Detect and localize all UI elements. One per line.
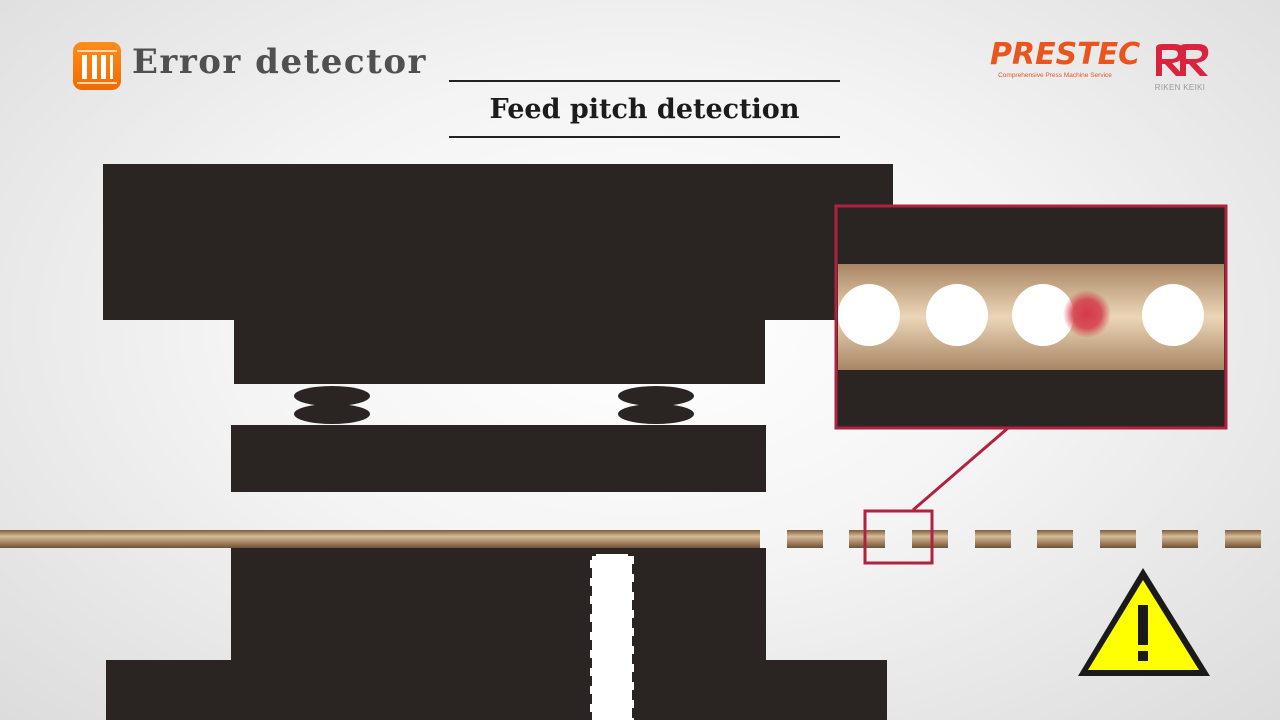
zoom-panel <box>834 204 1228 430</box>
riken-logo-name: RIKEN KEIKI <box>1154 83 1206 92</box>
prestec-logo: PRESTEC Comprehensive Press Machine Serv… <box>990 37 1141 80</box>
warning-icon <box>1078 568 1210 676</box>
stripper-plate <box>231 425 766 492</box>
lower-die-holder <box>106 660 887 720</box>
error-detector-icon <box>73 42 121 90</box>
page-title: Error detector <box>132 42 427 82</box>
subtitle-box: Feed pitch detection <box>449 80 840 138</box>
zoom-hole <box>1142 284 1204 346</box>
upper-die-holder <box>103 164 893 320</box>
pilot-pin-sensor <box>588 552 636 720</box>
upper-punch-plate <box>234 318 765 384</box>
lower-die <box>231 548 766 663</box>
spring-left <box>294 386 370 424</box>
strip-material <box>0 530 760 548</box>
prestec-logo-tagline: Comprehensive Press Machine Service <box>998 72 1112 79</box>
riken-keiki-logo: RIKEN KEIKI <box>1140 42 1220 92</box>
riken-logo-mark <box>1156 44 1209 76</box>
zoom-hole <box>1012 284 1074 346</box>
subtitle: Feed pitch detection <box>489 93 800 125</box>
pitch-error-mark <box>1063 290 1111 338</box>
zoom-hole <box>926 284 988 346</box>
zoom-target-box <box>863 509 934 565</box>
spring-right <box>618 386 694 424</box>
zoom-hole <box>838 284 900 346</box>
prestec-logo-name: PRESTEC <box>990 37 1141 72</box>
strip-dashed <box>787 530 1261 548</box>
zoom-connector-line <box>912 426 1009 512</box>
